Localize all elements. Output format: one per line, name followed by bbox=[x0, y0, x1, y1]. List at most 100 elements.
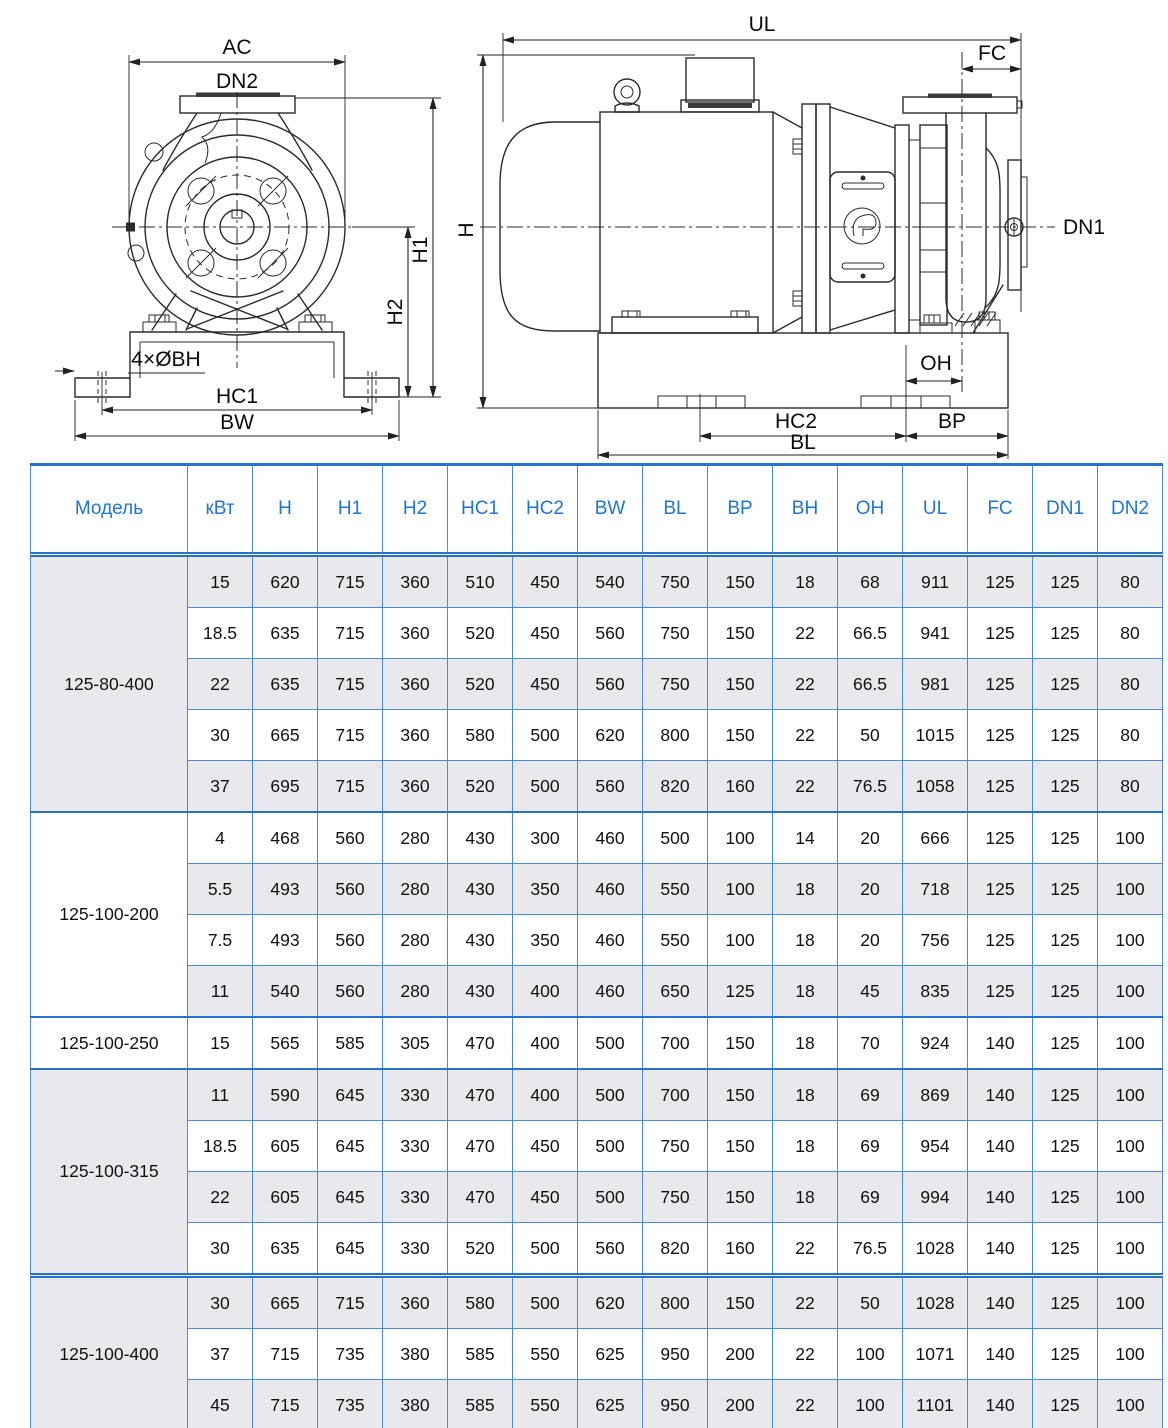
spec-cell: 125 bbox=[1032, 863, 1098, 915]
spec-cell: 18 bbox=[772, 1171, 838, 1223]
spec-cell: 150 bbox=[707, 1016, 773, 1070]
spec-cell: 695 bbox=[252, 760, 318, 813]
spec-cell: 360 bbox=[382, 554, 448, 608]
spec-cell: 869 bbox=[902, 1068, 968, 1121]
column-header: FC bbox=[967, 463, 1033, 557]
spec-cell: 125 bbox=[1032, 914, 1098, 966]
spec-cell: 645 bbox=[317, 1171, 383, 1223]
dim-label-h1: H1 bbox=[409, 237, 432, 264]
spec-cell: 460 bbox=[577, 965, 643, 1018]
spec-cell: 22 bbox=[772, 1273, 838, 1329]
spec-cell: 550 bbox=[642, 863, 708, 915]
spec-cell: 150 bbox=[707, 709, 773, 761]
spec-cell: 715 bbox=[317, 709, 383, 761]
spec-cell: 500 bbox=[512, 1273, 578, 1329]
spec-cell: 140 bbox=[967, 1328, 1033, 1380]
spec-cell: 450 bbox=[512, 607, 578, 659]
spec-cell: 950 bbox=[642, 1328, 708, 1380]
spec-cell: 981 bbox=[902, 658, 968, 710]
column-header: H2 bbox=[382, 463, 448, 557]
spec-cell: 924 bbox=[902, 1016, 968, 1070]
column-header: BP bbox=[707, 463, 773, 557]
spec-cell: 635 bbox=[252, 1222, 318, 1276]
spec-cell: 45 bbox=[187, 1379, 253, 1428]
spec-cell: 76.5 bbox=[837, 1222, 903, 1276]
front-pump-body bbox=[112, 92, 363, 368]
spec-cell: 69 bbox=[837, 1171, 903, 1223]
column-header: HC2 bbox=[512, 463, 578, 557]
spec-cell: 750 bbox=[642, 658, 708, 710]
dim-label-dn2: DN2 bbox=[216, 70, 258, 93]
dim-label-bolt-holes: 4×ØBH bbox=[131, 348, 200, 371]
spec-cell: 350 bbox=[512, 863, 578, 915]
spec-cell: 22 bbox=[772, 1328, 838, 1380]
spec-cell: 125 bbox=[967, 554, 1033, 608]
spec-cell: 718 bbox=[902, 863, 968, 915]
spec-cell: 1058 bbox=[902, 760, 968, 813]
spec-cell: 37 bbox=[187, 1328, 253, 1380]
spec-cell: 100 bbox=[1097, 1068, 1163, 1121]
model-cell: 125-100-315 bbox=[30, 1068, 188, 1276]
spec-cell: 470 bbox=[447, 1120, 513, 1172]
column-header: HC1 bbox=[447, 463, 513, 557]
dim-label-h2: H2 bbox=[384, 299, 407, 326]
spec-cell: 605 bbox=[252, 1120, 318, 1172]
spec-cell: 100 bbox=[1097, 1222, 1163, 1276]
spec-cell: 100 bbox=[1097, 1328, 1163, 1380]
spec-cell: 200 bbox=[707, 1328, 773, 1380]
spec-cell: 450 bbox=[512, 1171, 578, 1223]
column-header: BL bbox=[642, 463, 708, 557]
spec-cell: 1015 bbox=[902, 709, 968, 761]
spec-cell: 7.5 bbox=[187, 914, 253, 966]
spec-cell: 756 bbox=[902, 914, 968, 966]
dim-label-dn1: DN1 bbox=[1063, 216, 1105, 239]
spec-cell: 125 bbox=[967, 607, 1033, 659]
spec-cell: 150 bbox=[707, 658, 773, 710]
spec-cell: 580 bbox=[447, 1273, 513, 1329]
spec-cell: 735 bbox=[317, 1379, 383, 1428]
spec-cell: 400 bbox=[512, 1068, 578, 1121]
spec-cell: 11 bbox=[187, 1068, 253, 1121]
spec-cell: 560 bbox=[577, 658, 643, 710]
spec-cell: 125 bbox=[967, 760, 1033, 813]
spec-cell: 700 bbox=[642, 1068, 708, 1121]
spec-cell: 645 bbox=[317, 1120, 383, 1172]
spec-cell: 22 bbox=[772, 658, 838, 710]
spec-cell: 140 bbox=[967, 1171, 1033, 1223]
spec-cell: 125 bbox=[1032, 811, 1098, 864]
spec-cell: 160 bbox=[707, 1222, 773, 1276]
spec-cell: 125 bbox=[1032, 1171, 1098, 1223]
column-header: кВт bbox=[187, 463, 253, 557]
spec-cell: 560 bbox=[577, 607, 643, 659]
spec-cell: 50 bbox=[837, 1273, 903, 1329]
spec-cell: 540 bbox=[577, 554, 643, 608]
spec-cell: 280 bbox=[382, 965, 448, 1018]
dim-label-oh: OH bbox=[920, 352, 952, 375]
spec-cell: 750 bbox=[642, 554, 708, 608]
spec-cell: 100 bbox=[707, 811, 773, 864]
spec-cell: 330 bbox=[382, 1068, 448, 1121]
spec-cell: 500 bbox=[577, 1016, 643, 1070]
spec-cell: 550 bbox=[512, 1328, 578, 1380]
spec-cell: 30 bbox=[187, 1222, 253, 1276]
spec-cell: 500 bbox=[577, 1120, 643, 1172]
column-header: OH bbox=[837, 463, 903, 557]
spec-cell: 450 bbox=[512, 554, 578, 608]
spec-cell: 100 bbox=[1097, 965, 1163, 1018]
spec-cell: 430 bbox=[447, 914, 513, 966]
spec-cell: 125 bbox=[1032, 1016, 1098, 1070]
spec-cell: 66.5 bbox=[837, 607, 903, 659]
spec-cell: 450 bbox=[512, 1120, 578, 1172]
spec-cell: 715 bbox=[317, 760, 383, 813]
spec-cell: 11 bbox=[187, 965, 253, 1018]
spec-cell: 620 bbox=[577, 709, 643, 761]
spec-cell: 125 bbox=[1032, 1328, 1098, 1380]
